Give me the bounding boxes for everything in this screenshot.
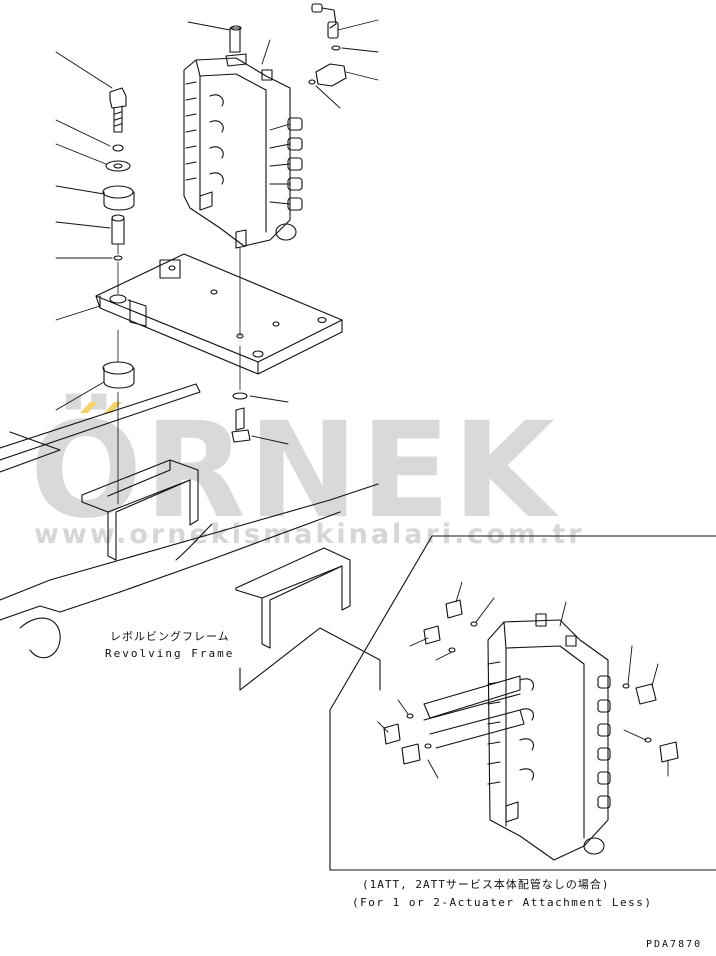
watermark-url: www.ornekismakinalari.com.tr xyxy=(34,519,585,550)
drawing-code: PDA7870 xyxy=(646,939,703,950)
revolving-frame-label-jp: レボルビングフレーム xyxy=(110,630,230,643)
leader-lines-main xyxy=(55,19,379,445)
frame-bracket-right xyxy=(235,547,351,649)
pressure-sensor xyxy=(308,3,347,87)
inset-valve-ports xyxy=(583,675,611,855)
bolt-stack-left xyxy=(102,87,135,505)
inset-caption-jp: (1ATT, 2ATTサービス本体配管なしの場合) xyxy=(362,878,610,891)
watermark-accent-icon xyxy=(80,402,122,413)
leader-lines-inset xyxy=(377,581,669,779)
inset-frame xyxy=(329,535,716,871)
control-valve-inset xyxy=(423,613,611,861)
frame-bracket-left xyxy=(81,459,199,561)
control-valve-main xyxy=(183,25,303,249)
watermark-brand: ÖRNEK xyxy=(30,394,557,548)
bolt-stack-right xyxy=(231,247,251,443)
inset-caption-en: (For 1 or 2-Actuater Attachment Less) xyxy=(352,896,653,909)
revolving-frame xyxy=(0,383,381,691)
inset-fittings xyxy=(383,599,679,765)
revolving-frame-label-en: Revolving Frame xyxy=(105,647,235,660)
mounting-plate xyxy=(95,253,343,375)
